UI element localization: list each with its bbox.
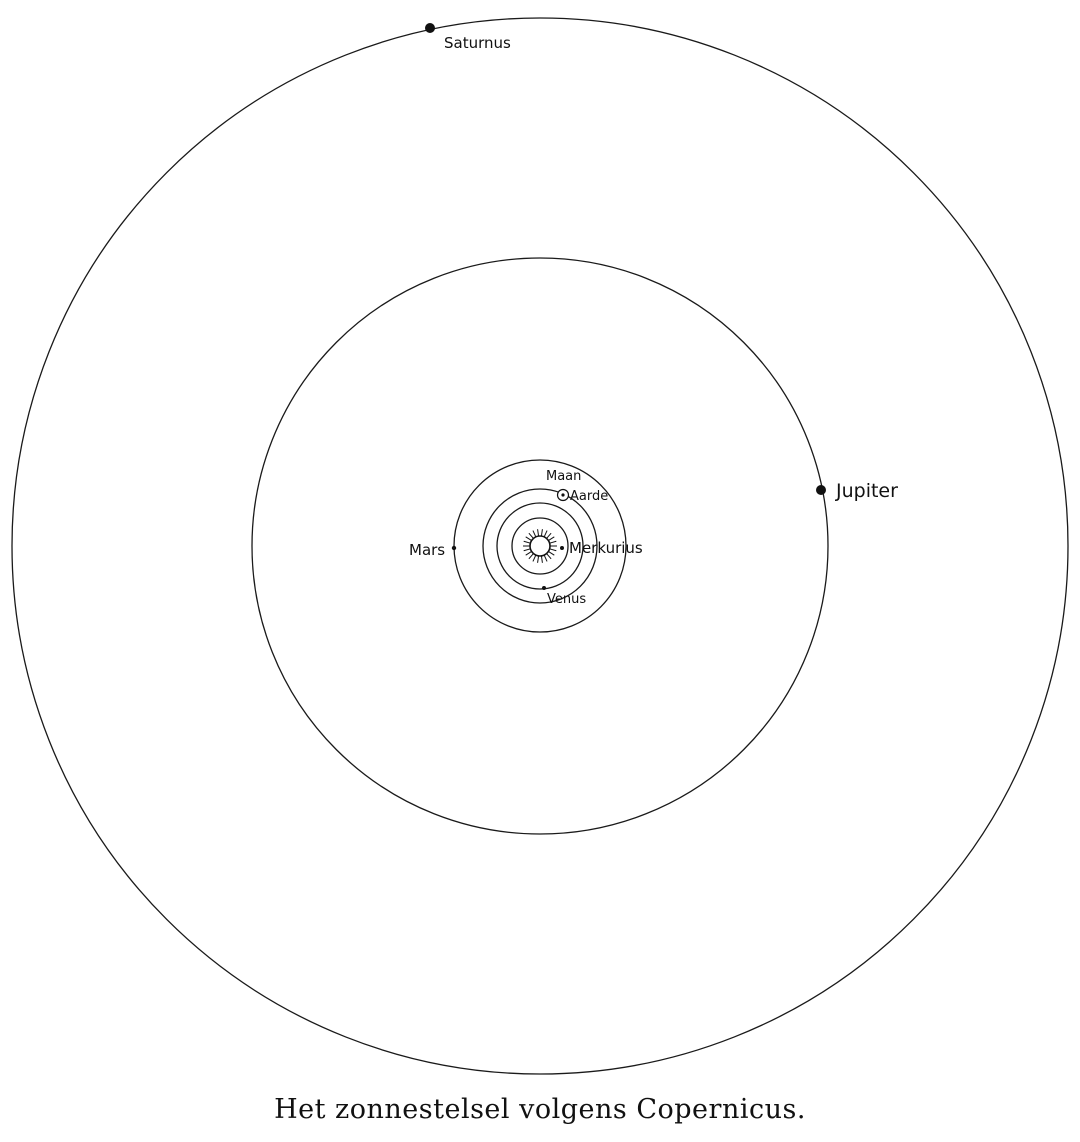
earth-orbit <box>482 488 598 604</box>
sun-ray <box>525 536 532 542</box>
jupiter-orbit <box>251 257 829 835</box>
sun-ray <box>549 548 557 552</box>
mercury-orbit <box>511 517 569 575</box>
sun-ray <box>537 555 540 563</box>
figure-caption: Het zonnestelsel volgens Copernicus. <box>274 1094 806 1125</box>
venus-planet <box>542 586 546 590</box>
sun-ray <box>523 540 531 544</box>
sun-ray <box>523 548 531 552</box>
sun-ray <box>543 530 548 538</box>
jupiter-planet <box>816 485 826 495</box>
saturn-orbit <box>11 17 1069 1075</box>
mars-planet <box>451 545 457 551</box>
sun-ray <box>546 532 552 539</box>
jupiter-label: Jupiter <box>835 480 898 502</box>
mercury-planet <box>560 546 564 550</box>
sun-ray <box>532 530 537 538</box>
sun-ray <box>537 529 540 537</box>
sun-ray <box>549 540 557 544</box>
earth-center-dot <box>561 493 565 497</box>
mars-label: Mars <box>409 541 445 559</box>
earth-label: Aarde <box>570 489 608 504</box>
sun-ray <box>546 553 552 560</box>
sun-ray <box>548 536 555 542</box>
mercury-label: Merkurius <box>569 539 643 557</box>
moon-label: Maan <box>546 469 581 484</box>
sun-ray <box>525 550 532 556</box>
sun-ray <box>540 529 543 537</box>
sun-ray <box>532 554 537 562</box>
sun-rays <box>523 529 557 563</box>
sun-icon <box>523 529 557 563</box>
saturn-planet <box>425 23 435 33</box>
sun-ray <box>543 554 548 562</box>
sun-ray <box>540 555 543 563</box>
saturn-label: Saturnus <box>444 34 511 52</box>
sun-ray <box>528 532 534 539</box>
sun-ray <box>528 553 534 560</box>
venus-label: Venus <box>547 592 586 607</box>
venus-orbit <box>496 502 584 590</box>
sun-ray <box>548 550 555 556</box>
